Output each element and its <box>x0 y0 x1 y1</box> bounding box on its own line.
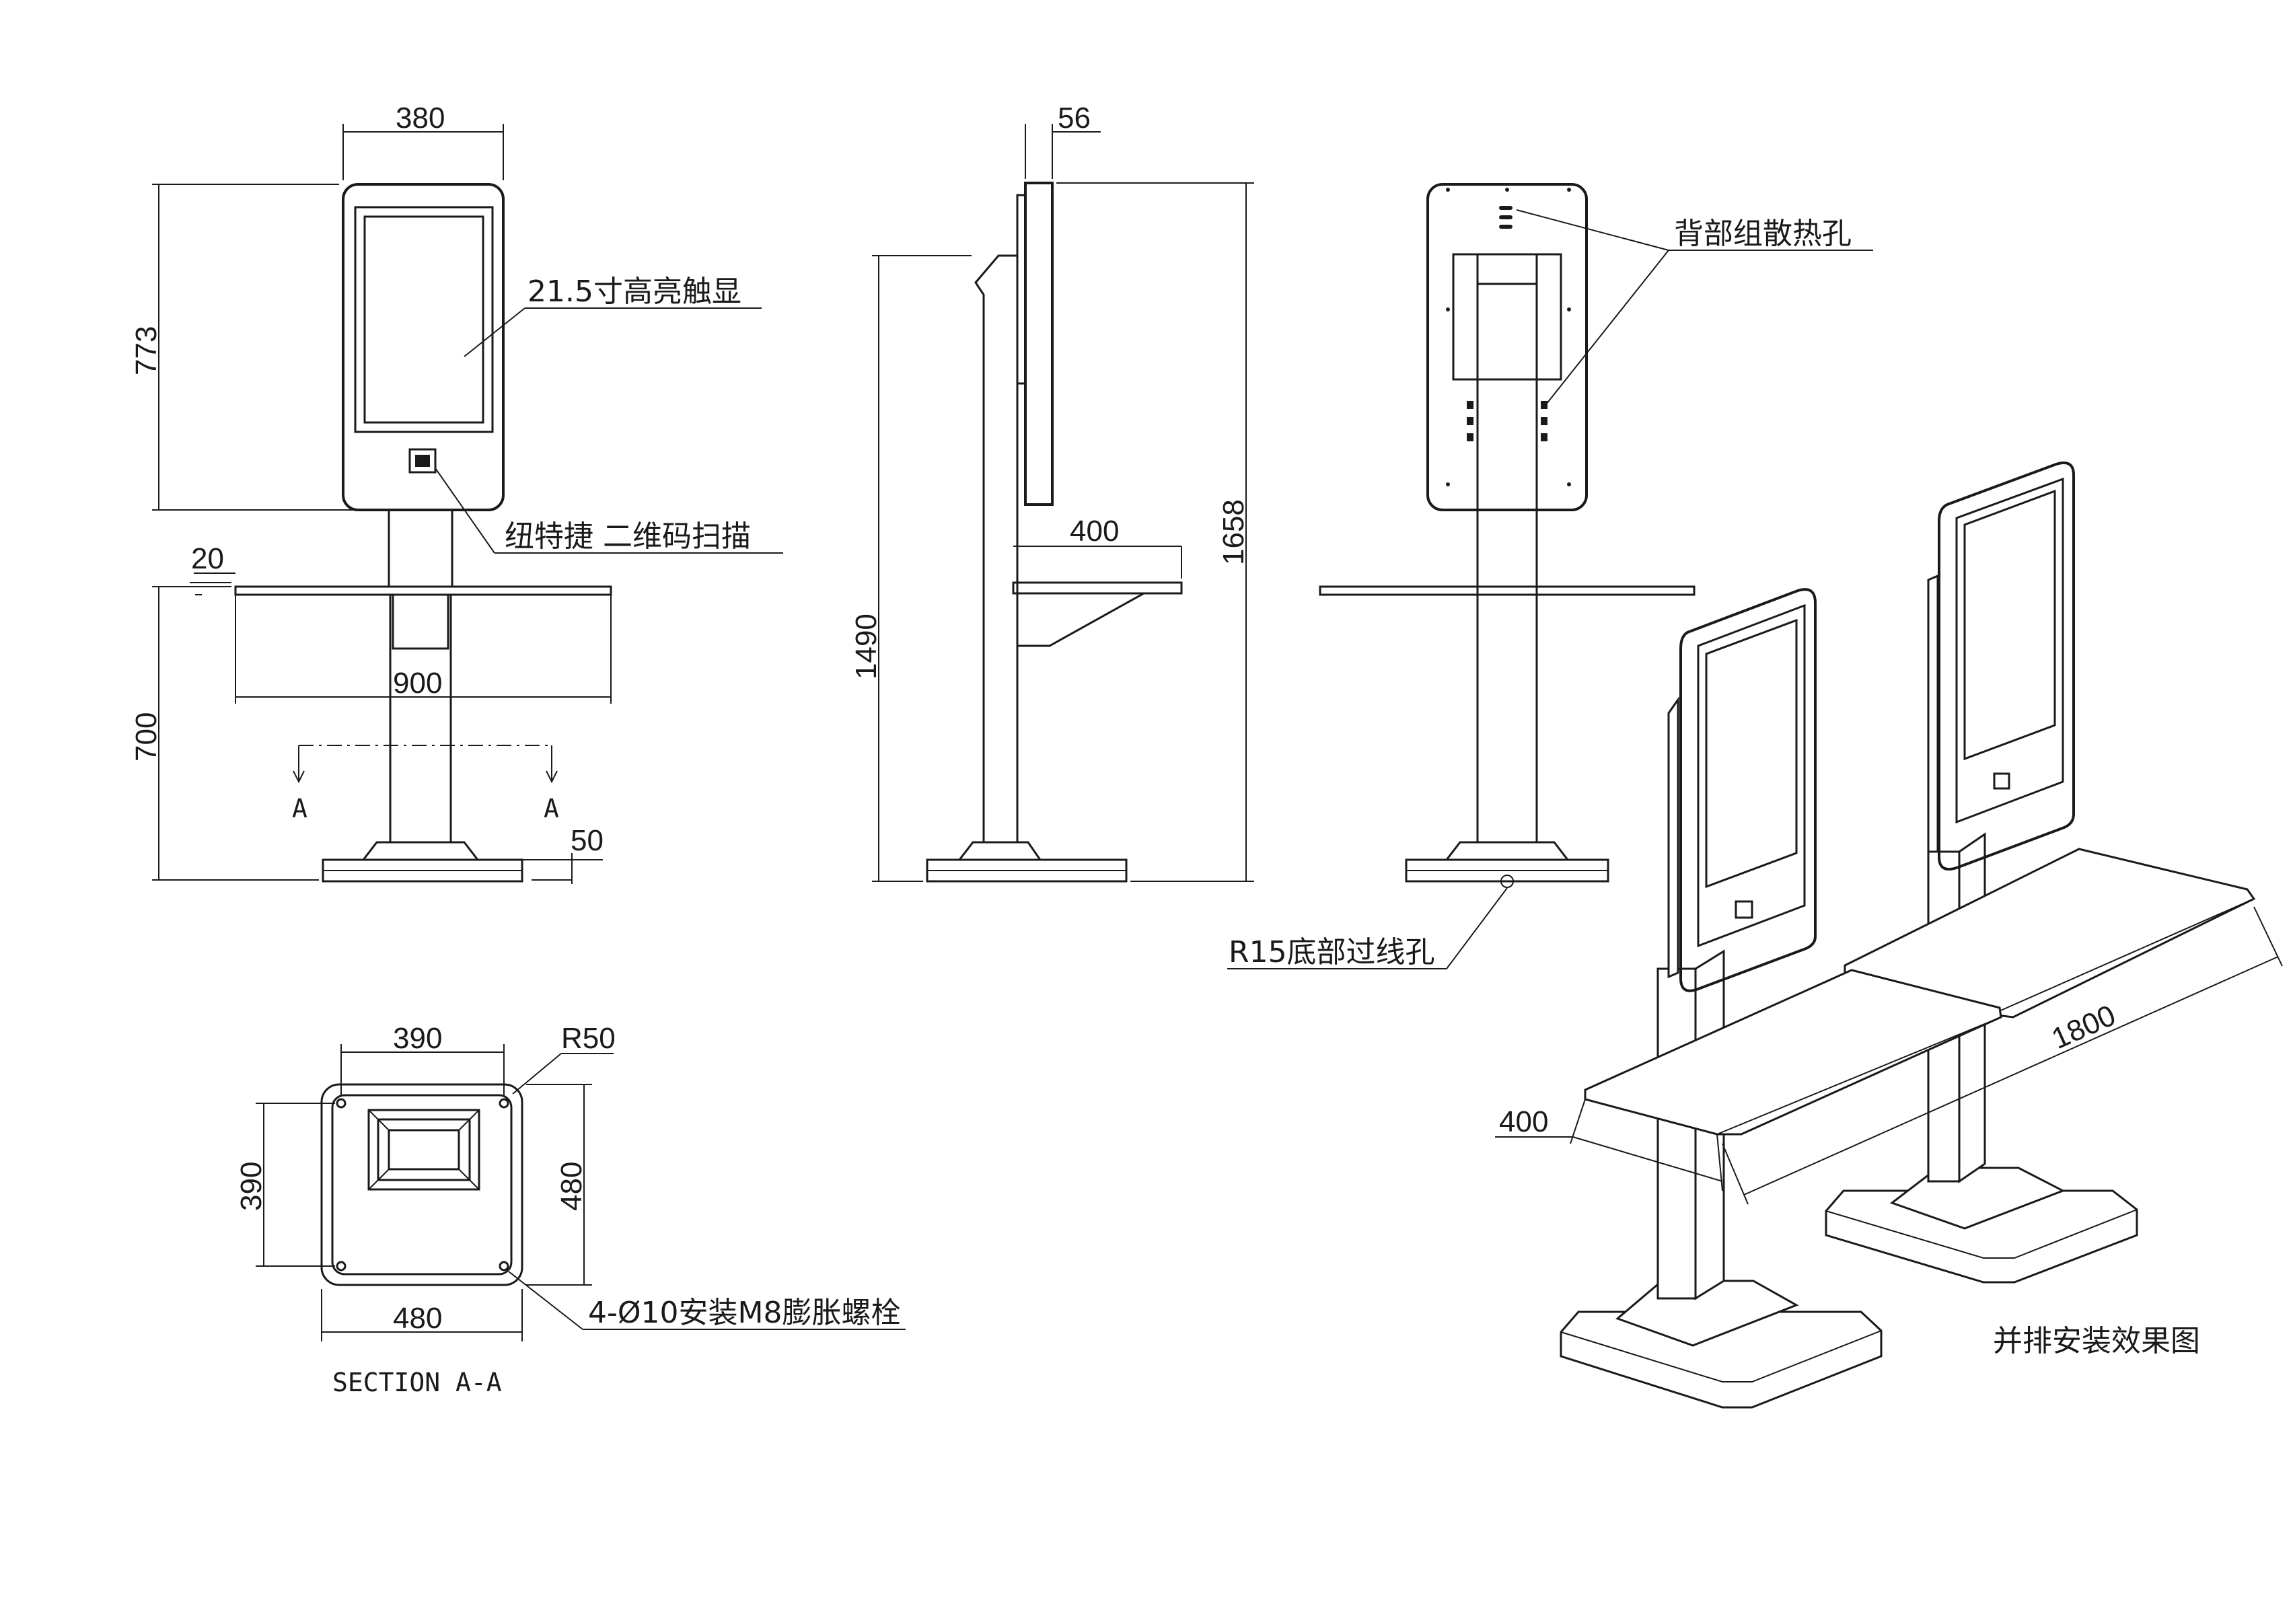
dim-shelf-400: 400 <box>1070 515 1119 548</box>
iso-rear-base <box>1825 1189 2138 1284</box>
iso-rear-housing-back <box>1927 574 1939 853</box>
rear-shelf <box>1319 585 1696 596</box>
rear-pole <box>1476 283 1538 844</box>
iso-front-scanner <box>1735 900 1753 919</box>
rear-housing <box>1426 183 1588 511</box>
iso-rear-housing <box>1938 462 2075 871</box>
dim-base-50: 50 <box>571 824 604 857</box>
cable-leader <box>1446 887 1508 969</box>
section-inner-plate <box>331 1094 513 1276</box>
iso-caption: 并排安装效果图 <box>1993 1324 2200 1358</box>
dim-width-900: 900 <box>393 667 442 700</box>
front-upper-pole <box>388 509 453 588</box>
iso-front-housing <box>1679 588 1817 992</box>
section-outer-plate <box>320 1083 523 1286</box>
front-scanner-leader <box>435 468 495 554</box>
bolt-hole <box>499 1098 509 1109</box>
rear-vesa-bracket <box>1452 253 1562 381</box>
dim-line-iso-400 <box>1572 1136 1723 1182</box>
section-pole-outer <box>367 1109 480 1191</box>
bolt-leader <box>508 1271 583 1330</box>
vent-leader-side <box>1543 250 1669 408</box>
side-shelf <box>1012 581 1183 595</box>
bolt-hole <box>499 1261 509 1271</box>
section-arrow-right <box>546 745 558 784</box>
front-dimensions: 380 773 700 20 900 50 <box>130 102 612 884</box>
front-view: A A 21.5寸高亮触显 纽特捷 二维码扫描 <box>234 183 783 883</box>
iso-rear-pedestal <box>1889 1167 2066 1230</box>
screen-label: 21.5寸高亮触显 <box>527 274 741 309</box>
section-pole-inner <box>388 1129 460 1171</box>
side-dimensions: 56 400 1490 1658 <box>850 102 1254 882</box>
bolt-hole <box>336 1098 347 1109</box>
dim-section-390-left: 390 <box>235 1162 268 1211</box>
rear-base-cap <box>1444 841 1570 861</box>
front-screen-bezel <box>354 206 494 433</box>
iso-front-screen <box>1705 618 1798 889</box>
dim-section-480-right: 480 <box>555 1162 588 1211</box>
dim-section-390-top: 390 <box>393 1022 442 1055</box>
rear-pole-head <box>1476 253 1538 285</box>
side-view <box>926 182 1183 883</box>
front-screen-display <box>363 215 484 424</box>
scanner-label: 纽特捷 二维码扫描 <box>505 519 751 554</box>
front-scanner-lens <box>415 455 430 467</box>
side-base-cap <box>957 841 1042 861</box>
dim-section-r50: R50 <box>561 1022 616 1055</box>
section-title: SECTION A-A <box>332 1368 502 1397</box>
front-lower-pole <box>389 593 452 844</box>
section-arrow-left <box>293 745 305 784</box>
dim-line-iso-1800 <box>1743 956 2279 1195</box>
section-pole-mid <box>377 1118 471 1181</box>
side-pole <box>974 254 1019 844</box>
cable-hole <box>1500 875 1514 888</box>
dim-height-1490: 1490 <box>850 614 883 679</box>
rear-vent-holes-top <box>1499 206 1513 229</box>
side-screen-panel <box>1024 182 1054 506</box>
radius-leader <box>512 1053 562 1095</box>
cable-hole-label: R15底部过线孔 <box>1229 935 1435 969</box>
vent-leader-top <box>1516 209 1669 251</box>
side-shelf-bracket <box>1017 592 1148 647</box>
iso-front-housing-back <box>1667 696 1679 979</box>
isometric-view: 400 1800 并排安装效果图 <box>1495 462 2283 1409</box>
front-pole-bracket <box>392 593 449 650</box>
front-base-cap <box>361 841 480 861</box>
dim-height-700: 700 <box>130 712 163 762</box>
iso-rear-scanner <box>1993 772 2010 790</box>
bolt-hole <box>336 1261 347 1271</box>
iso-rear-screen <box>1963 489 2056 761</box>
dim-iso-1800: 1800 <box>2047 999 2120 1056</box>
dim-iso-400: 400 <box>1499 1105 1548 1138</box>
section-view: 4-Ø10安装M8膨胀螺栓 SECTION A-A <box>320 1053 906 1397</box>
rear-view: 背部组散热孔 R15底部过线孔 <box>1227 183 1873 969</box>
front-scanner-window <box>408 448 437 474</box>
front-shelf <box>234 585 612 596</box>
dim-offset-20: 20 <box>191 542 224 575</box>
dim-depth-56: 56 <box>1058 102 1091 135</box>
dim-height-773: 773 <box>130 326 163 375</box>
iso-front-base <box>1560 1311 1883 1409</box>
section-mark-left: A <box>292 794 307 823</box>
dim-height-1658: 1658 <box>1217 499 1250 565</box>
rear-vent-holes-side <box>1467 401 1547 441</box>
dim-section-480-bottom: 480 <box>393 1302 442 1335</box>
vents-label: 背部组散热孔 <box>1674 217 1852 251</box>
iso-front-pole <box>1656 967 1697 1300</box>
front-screen-leader <box>464 307 525 357</box>
section-dimensions: 390 R50 390 480 480 <box>235 1022 616 1341</box>
section-mark-right: A <box>544 794 559 823</box>
bolts-label: 4-Ø10安装M8膨胀螺栓 <box>588 1296 900 1330</box>
dim-width-380: 380 <box>396 102 445 135</box>
